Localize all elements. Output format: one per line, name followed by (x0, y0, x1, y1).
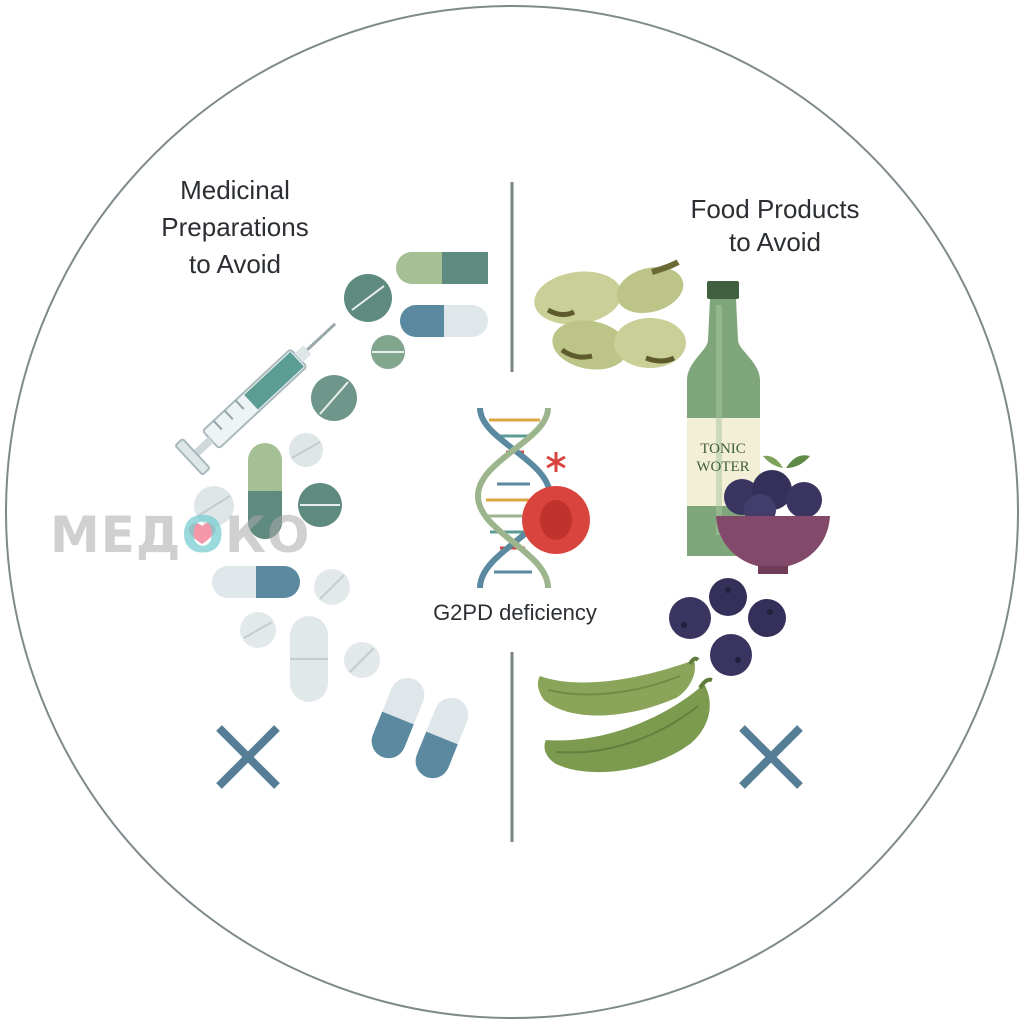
pill-icon (371, 335, 405, 369)
left-heading-line: Preparations (161, 212, 309, 242)
pill-icon (371, 677, 425, 759)
pill-icon (344, 274, 392, 322)
blueberry-bowl-icon (716, 455, 830, 574)
watermark: МЕДОКО (50, 506, 310, 564)
pill-icon (240, 612, 276, 648)
blueberries-group (669, 578, 786, 676)
pill-icon (290, 616, 328, 702)
pea-pod-icon (544, 677, 713, 773)
pill-icon (314, 569, 350, 605)
left-heading: Medicinal Preparations to Avoid (130, 172, 340, 283)
left-heading-line: Medicinal (180, 175, 290, 205)
fava-bean-icon (534, 259, 686, 370)
pill-icon (289, 433, 323, 467)
watermark-text-start: МЕД (50, 506, 182, 564)
pea-pod-icon (537, 656, 700, 716)
pill-icon (298, 483, 342, 527)
watermark-heart-icon (188, 523, 216, 544)
pill-icon (311, 375, 357, 421)
blueberry-icon (709, 578, 747, 616)
watermark-text-o: О (181, 506, 225, 564)
cross-mark-icon (216, 725, 280, 789)
blueberry-icon (748, 599, 786, 637)
pill-icon (248, 443, 282, 539)
bottle-label-line-2: WOTER (696, 459, 749, 475)
pill-icon (396, 252, 488, 284)
pills-group (194, 252, 488, 779)
left-heading-line: to Avoid (188, 249, 282, 279)
cross-mark-icon (739, 725, 803, 789)
pill-icon (400, 305, 488, 337)
asterisk-icon (546, 452, 566, 472)
pill-icon (344, 642, 380, 678)
blueberry-icon (710, 634, 752, 676)
red-blood-cell-icon (522, 486, 590, 554)
watermark-text-end: КО (224, 506, 311, 564)
right-heading: Food Products to Avoid (660, 193, 890, 259)
pill-icon (212, 566, 300, 598)
blueberry-icon (669, 597, 711, 639)
right-heading-line: Food Products (690, 194, 860, 224)
right-heading-line: to Avoid (728, 227, 822, 257)
bottle-label-line-1: TONIC (700, 441, 746, 457)
syringe-icon (175, 322, 337, 476)
pill-icon (194, 486, 234, 526)
center-label: G2PD deficiency (433, 600, 597, 625)
pill-icon (415, 697, 469, 779)
